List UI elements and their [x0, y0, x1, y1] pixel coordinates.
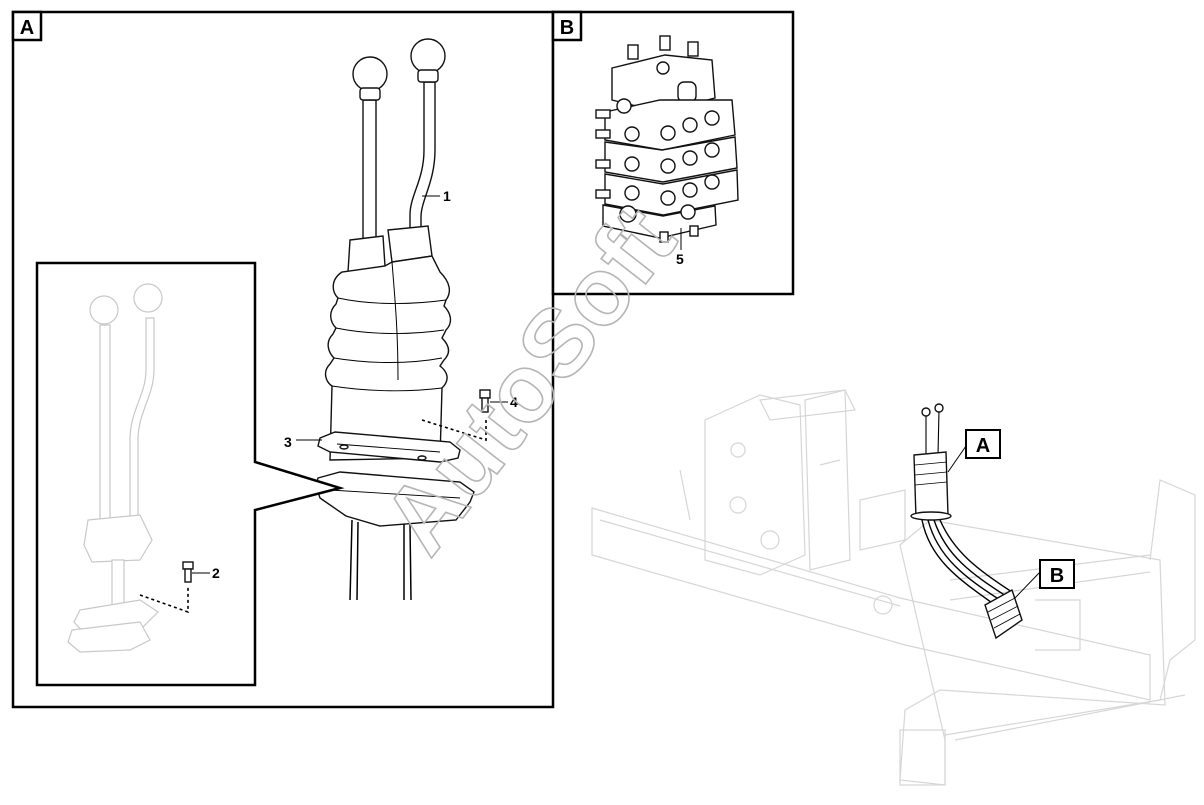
mounting-plate — [315, 431, 475, 527]
panel-a-tag: A — [20, 17, 34, 39]
panel-b-tag: B — [560, 17, 574, 39]
callout-3: 3 — [284, 434, 292, 450]
panel-a: A — [11, 10, 555, 709]
overview-tag-b: B — [1039, 559, 1075, 589]
callout-4: 4 — [510, 394, 518, 410]
rubber-boot — [324, 225, 452, 461]
machine-frame-overview — [591, 389, 1196, 786]
callout-1: 1 — [443, 188, 451, 204]
overview-tag-b-label: B — [1050, 565, 1064, 587]
overview-tag-a: A — [965, 429, 1001, 459]
inset-detail — [35, 261, 345, 687]
bolt-4 — [421, 389, 491, 442]
overview-assembly — [910, 403, 1041, 640]
control-valve-block — [595, 35, 739, 243]
overview-tag-a-label: A — [976, 435, 990, 457]
callout-2: 2 — [212, 565, 220, 581]
callout-5: 5 — [676, 251, 684, 267]
panel-b: B — [551, 10, 795, 296]
lever-pair — [352, 38, 446, 241]
hoses — [349, 519, 412, 601]
